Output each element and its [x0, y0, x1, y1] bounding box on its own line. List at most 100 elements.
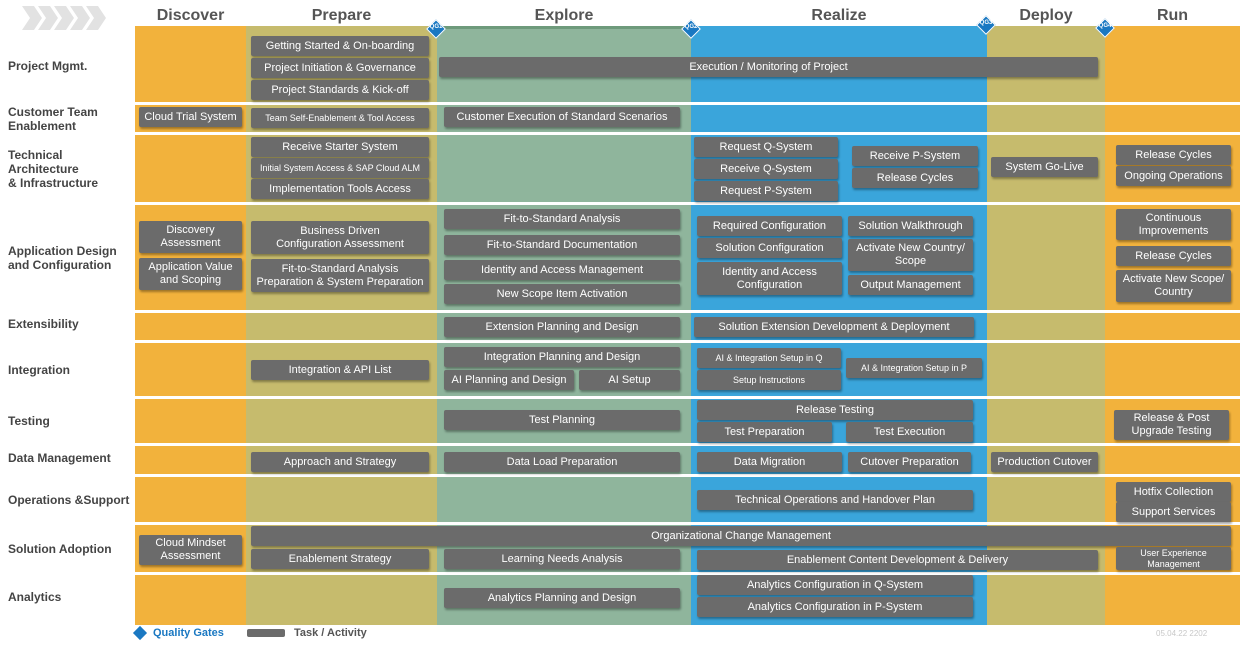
task-project-initiation[interactable]: Project Initiation & Governance [251, 58, 429, 78]
quality-gate-3-icon[interactable]: QG3 [976, 15, 996, 35]
phase-column-deploy [987, 28, 1105, 625]
task-new-scope-item[interactable]: New Scope Item Activation [444, 284, 680, 304]
quality-gate-legend-icon [132, 625, 148, 641]
row-label-ops-support: Operations &Support [8, 492, 130, 507]
task-legend-swatch [247, 629, 285, 637]
task-release-post-upgrade[interactable]: Release & Post Upgrade Testing [1114, 410, 1229, 440]
task-continuous-improvements[interactable]: Continuous Improvements [1116, 209, 1231, 240]
row-separator [0, 443, 1250, 446]
phase-title-realize: Realize [811, 7, 867, 24]
task-request-p[interactable]: Request P-System [694, 181, 838, 201]
task-enablement-content[interactable]: Enablement Content Development & Deliver… [697, 550, 1098, 570]
task-hotfix[interactable]: Hotfix Collection [1116, 482, 1231, 502]
task-fts-documentation[interactable]: Fit-to-Standard Documentation [444, 235, 680, 255]
chevron-logo-part [38, 6, 58, 30]
task-release-cycles-run[interactable]: Release Cycles [1116, 145, 1231, 165]
task-enablement-strategy[interactable]: Enablement Strategy [251, 549, 429, 569]
task-team-self-enablement[interactable]: Team Self-Enablement & Tool Access [251, 108, 429, 128]
quality-gate-label: QG4 [1098, 23, 1112, 29]
task-learning-needs[interactable]: Learning Needs Analysis [444, 549, 680, 569]
chevron-logo-part [22, 6, 42, 30]
task-solution-extension[interactable]: Solution Extension Development & Deploym… [694, 317, 974, 337]
task-getting-started[interactable]: Getting Started & On-boarding [251, 36, 429, 56]
task-cutover-prep[interactable]: Cutover Preparation [848, 452, 971, 472]
task-release-cycles-realize[interactable]: Release Cycles [852, 168, 978, 188]
row-separator [0, 340, 1250, 343]
task-request-q[interactable]: Request Q-System [694, 137, 838, 157]
task-tech-ops-handover[interactable]: Technical Operations and Handover Plan [697, 490, 973, 510]
task-integration-planning[interactable]: Integration Planning and Design [444, 347, 680, 367]
task-test-planning[interactable]: Test Planning [444, 410, 680, 430]
task-cloud-trial[interactable]: Cloud Trial System [139, 107, 242, 127]
task-receive-q[interactable]: Receive Q-System [694, 159, 838, 179]
task-test-execution[interactable]: Test Execution [846, 422, 973, 442]
task-impl-tools[interactable]: Implementation Tools Access [251, 179, 429, 199]
task-customer-execution[interactable]: Customer Execution of Standard Scenarios [444, 107, 680, 127]
row-label-analytics: Analytics [8, 590, 62, 604]
version-stamp: 05.04.22 2202 [1156, 629, 1208, 638]
task-analytics-p[interactable]: Analytics Configuration in P-System [697, 597, 973, 617]
task-activate-country[interactable]: Activate New Country/ Scope [848, 239, 973, 271]
task-business-driven[interactable]: Business Driven Configuration Assessment [251, 221, 429, 254]
task-extension-planning[interactable]: Extension Planning and Design [444, 317, 680, 337]
row-separator [0, 202, 1250, 205]
quality-gate-1-icon[interactable]: QG1 [426, 19, 446, 39]
task-discovery-assessment[interactable]: Discovery Assessment [139, 221, 242, 253]
task-initial-access[interactable]: Initial System Access & SAP Cloud ALM [251, 158, 429, 178]
task-receive-p[interactable]: Receive P-System [852, 146, 978, 166]
task-test-preparation[interactable]: Test Preparation [697, 422, 832, 442]
phase-bar-deploy [987, 26, 1105, 29]
task-execution-monitoring[interactable]: Execution / Monitoring of Project [439, 57, 1098, 77]
task-analytics-planning[interactable]: Analytics Planning and Design [444, 588, 680, 608]
task-cloud-mindset[interactable]: Cloud Mindset Assessment [139, 535, 242, 565]
quality-gate-label: QG2 [684, 24, 698, 30]
task-ai-int-setup-p[interactable]: AI & Integration Setup in P [846, 358, 982, 378]
task-ux-mgmt[interactable]: User Experience Management [1116, 547, 1231, 570]
task-system-golive[interactable]: System Go-Live [991, 157, 1098, 177]
task-ai-planning[interactable]: AI Planning and Design [444, 370, 574, 390]
task-fts-analysis[interactable]: Fit-to-Standard Analysis [444, 209, 680, 229]
quality-gate-2-icon[interactable]: QG2 [681, 19, 701, 39]
task-project-standards[interactable]: Project Standards & Kick-off [251, 80, 429, 100]
task-app-value-scoping[interactable]: Application Value and Scoping [139, 258, 242, 290]
task-output-mgmt[interactable]: Output Management [848, 275, 973, 295]
row-label-customer-team: Customer Team Enablement [8, 105, 98, 133]
task-activate-scope-run[interactable]: Activate New Scope/ Country [1116, 270, 1231, 302]
chevron-logo-part [54, 6, 74, 30]
task-setup-instructions[interactable]: Setup Instructions [697, 370, 841, 390]
task-required-config[interactable]: Required Configuration [697, 216, 842, 236]
task-support-services[interactable]: Support Services [1116, 502, 1231, 522]
task-ongoing-ops[interactable]: Ongoing Operations [1116, 166, 1231, 186]
legend-quality-gates: Quality Gates [153, 627, 224, 639]
task-release-cycles-run-app[interactable]: Release Cycles [1116, 246, 1231, 266]
row-separator [0, 310, 1250, 313]
task-ai-int-setup-q[interactable]: AI & Integration Setup in Q [697, 348, 841, 368]
legend-task-activity: Task / Activity [294, 627, 367, 639]
task-ai-setup[interactable]: AI Setup [579, 370, 680, 390]
task-solution-walkthrough[interactable]: Solution Walkthrough [848, 216, 973, 236]
phase-title-prepare: Prepare [311, 7, 372, 24]
task-integration-api[interactable]: Integration & API List [251, 360, 429, 380]
task-data-load-prep[interactable]: Data Load Preparation [444, 452, 680, 472]
phase-column-discover [135, 28, 246, 625]
row-label-tech-arch: Technical Architecture & Infrastructure [8, 147, 99, 190]
quality-gate-4-icon[interactable]: QG4 [1095, 18, 1115, 38]
row-label-data-mgmt: Data Management [8, 451, 111, 465]
task-iam-explore[interactable]: Identity and Access Management [444, 260, 680, 280]
task-fts-preparation[interactable]: Fit-to-Standard Analysis Preparation & S… [251, 259, 429, 292]
row-label-testing: Testing [8, 414, 50, 428]
task-approach-strategy[interactable]: Approach and Strategy [251, 452, 429, 472]
phase-bar-prepare [246, 26, 437, 29]
row-separator [0, 522, 1250, 525]
task-data-migration[interactable]: Data Migration [697, 452, 842, 472]
task-solution-config[interactable]: Solution Configuration [697, 238, 842, 258]
task-analytics-q[interactable]: Analytics Configuration in Q-System [697, 575, 973, 595]
phase-bar-discover [135, 26, 246, 29]
task-release-testing[interactable]: Release Testing [697, 400, 973, 420]
chevron-logo-part [86, 6, 106, 30]
task-production-cutover[interactable]: Production Cutover [991, 452, 1098, 472]
task-ocm[interactable]: Organizational Change Management [251, 526, 1231, 546]
task-receive-starter[interactable]: Receive Starter System [251, 137, 429, 157]
task-iac-realize[interactable]: Identity and Access Configuration [697, 262, 842, 295]
chevron-logo-part [70, 6, 90, 30]
